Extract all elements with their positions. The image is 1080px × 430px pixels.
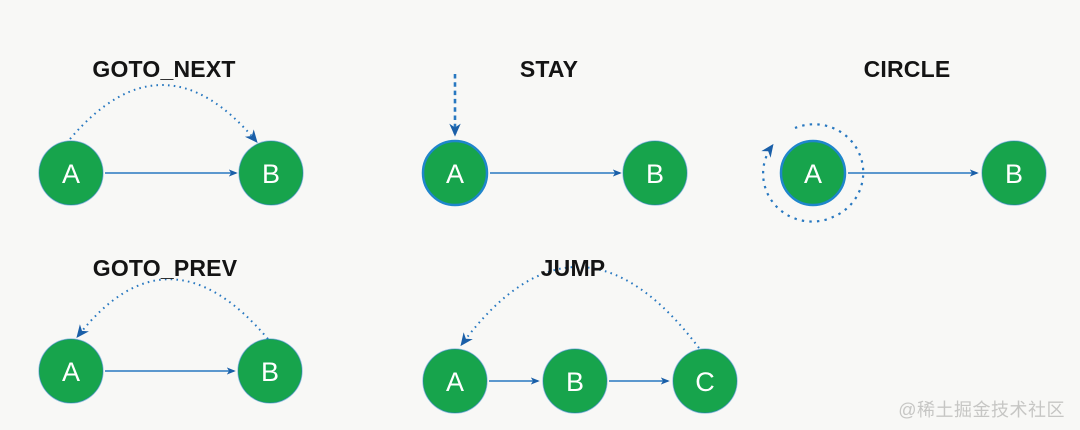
dotted-arc-b-to-a <box>76 278 269 340</box>
node-c-label: C <box>695 367 715 397</box>
node-b-label: B <box>566 367 584 397</box>
diagram-title: JUMP <box>541 255 606 281</box>
node-a-label: A <box>804 159 822 189</box>
node-b-label: B <box>1005 159 1023 189</box>
node-b-label: B <box>646 159 664 189</box>
diagram-jump: A B C JUMP <box>422 255 738 414</box>
watermark: @稀土掘金技术社区 <box>898 400 1065 420</box>
node-a <box>422 348 488 414</box>
node-b-label: B <box>261 357 279 387</box>
diagram-stay: A B STAY <box>421 56 688 207</box>
node-c <box>672 348 738 414</box>
node-b-label: B <box>262 159 280 189</box>
node-a-label: A <box>62 357 80 387</box>
node-a-label: A <box>446 367 464 397</box>
diagram-goto-next: A B GOTO_NEXT <box>38 56 304 206</box>
diagram-goto-prev: A B GOTO_PREV <box>38 255 303 404</box>
node-a <box>38 140 104 206</box>
diagram-title: GOTO_NEXT <box>92 56 235 82</box>
dotted-arc-a-to-b <box>69 84 258 143</box>
node-a <box>421 139 489 207</box>
diagram-title: STAY <box>520 56 578 82</box>
node-a-label: A <box>446 159 464 189</box>
diagram-title: GOTO_PREV <box>93 255 238 281</box>
node-a <box>38 338 104 404</box>
node-b <box>542 348 608 414</box>
node-b <box>981 140 1047 206</box>
node-a <box>779 139 847 207</box>
node-a-label: A <box>62 159 80 189</box>
diagram-title: CIRCLE <box>864 56 951 82</box>
diagram-circle: A B CIRCLE <box>761 56 1047 223</box>
node-b <box>622 140 688 206</box>
node-b <box>238 140 304 206</box>
dotted-self-loop <box>761 123 865 223</box>
node-b <box>237 338 303 404</box>
